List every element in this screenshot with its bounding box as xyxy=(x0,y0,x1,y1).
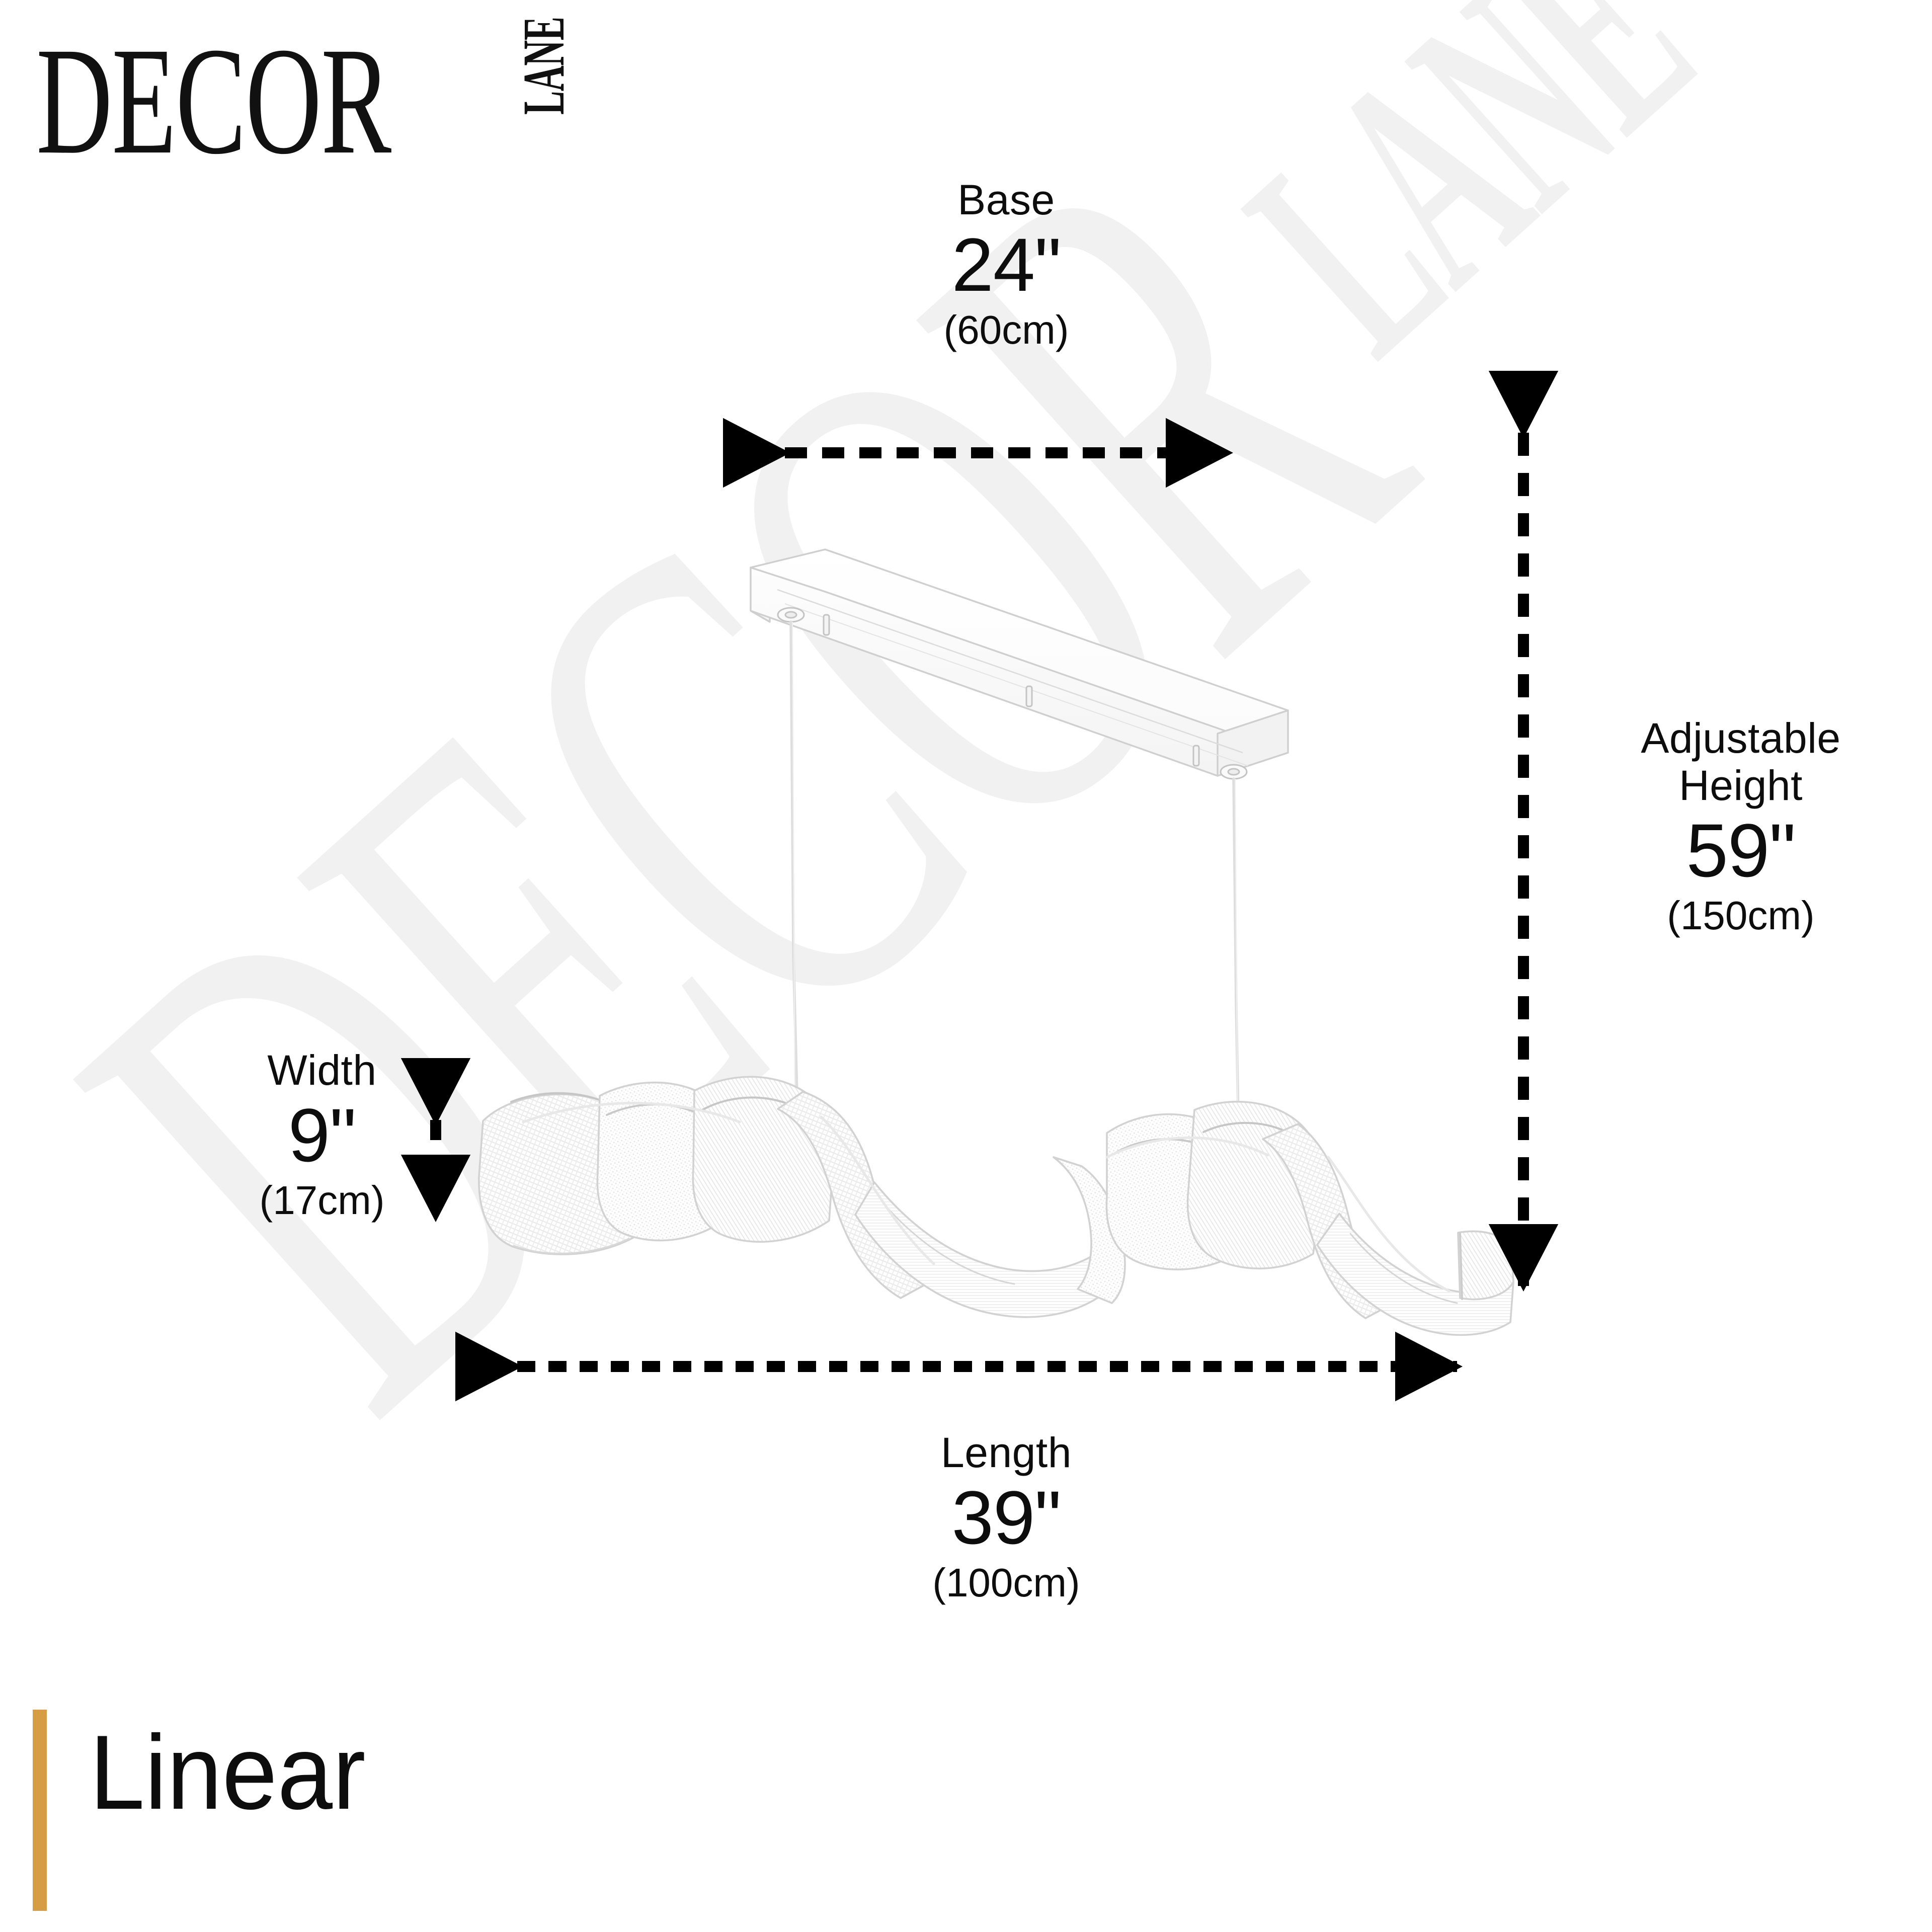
accent-bar xyxy=(33,1710,47,1911)
dimension-value-width: 9" xyxy=(288,1093,357,1178)
dimension-label-base: Base 24" (60cm) xyxy=(820,176,1192,353)
dimension-label-width: Width 9" (17cm) xyxy=(166,1046,478,1224)
dimension-caption-height-line2: Height xyxy=(1679,762,1803,810)
footer: Linear xyxy=(0,1701,1932,1932)
dimension-caption-width: Width xyxy=(267,1046,377,1094)
product-name: Linear xyxy=(90,1713,366,1831)
dimension-value-base: 24" xyxy=(951,222,1061,307)
brand-logo-lane: LANE xyxy=(511,17,577,115)
dimension-caption-length: Length xyxy=(941,1429,1072,1476)
dimension-metric-height: (150cm) xyxy=(1667,893,1815,938)
dimension-metric-base: (60cm) xyxy=(943,307,1069,353)
brand-logo-decor: DECOR xyxy=(36,15,391,186)
dimension-value-length: 39" xyxy=(951,1475,1061,1560)
dimension-value-height: 59" xyxy=(1686,808,1796,893)
brand-logo: DECOR LANE xyxy=(36,15,577,186)
dimension-caption-height-line1: Adjustable xyxy=(1641,714,1841,762)
brand-logo-lane-wrap: LANE xyxy=(511,17,595,172)
dimension-metric-width: (17cm) xyxy=(259,1178,385,1223)
dimension-caption-base: Base xyxy=(957,176,1055,223)
dimension-label-height: Adjustable Height 59" (150cm) xyxy=(1555,714,1927,939)
dimension-label-length: Length 39" (100cm) xyxy=(805,1429,1208,1606)
dimension-metric-length: (100cm) xyxy=(932,1560,1080,1605)
